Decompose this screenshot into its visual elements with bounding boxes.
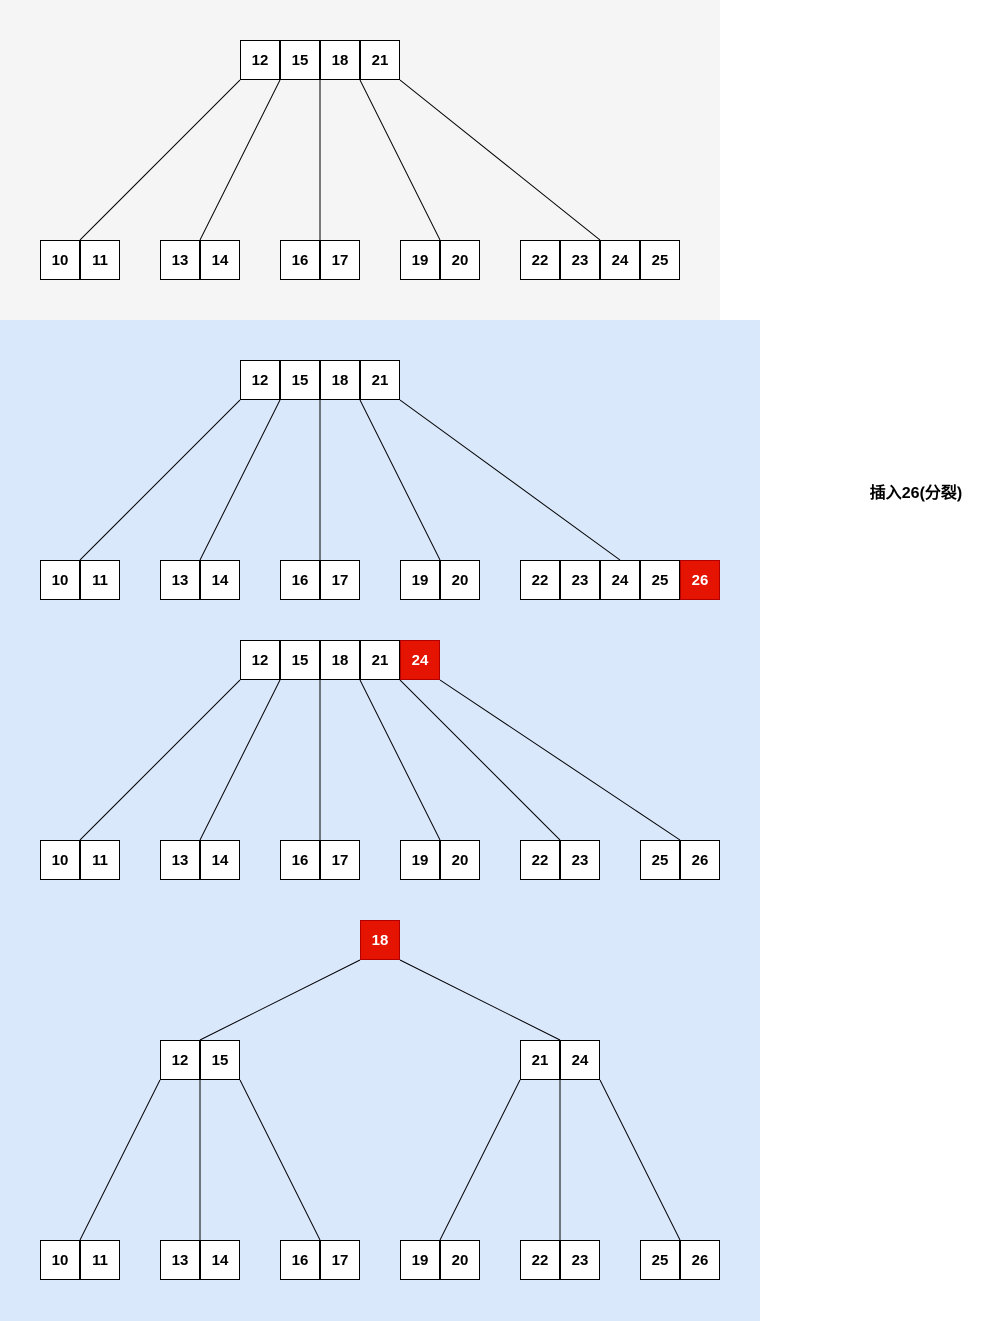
key-cell: 15: [200, 1040, 240, 1080]
key-cell: 10: [40, 1240, 80, 1280]
key-cell: 11: [80, 1240, 120, 1280]
tree-edge: [439, 679, 681, 841]
key-cell: 14: [200, 560, 240, 600]
key-cell: 25: [640, 240, 680, 280]
key-cell: 16: [280, 1240, 320, 1280]
key-cell: 23: [560, 1240, 600, 1280]
key-cell: 25: [640, 840, 680, 880]
key-cell: 22: [520, 840, 560, 880]
key-cell: 13: [160, 560, 200, 600]
key-cell: 17: [320, 560, 360, 600]
tree-edge: [359, 679, 441, 841]
key-cell: 19: [400, 560, 440, 600]
step-caption: 插入26(分裂): [869, 485, 963, 502]
key-cell: 20: [440, 240, 480, 280]
key-cell: 20: [440, 560, 480, 600]
key-cell: 11: [80, 560, 120, 600]
tree-edge: [199, 79, 281, 241]
key-cell: 14: [200, 840, 240, 880]
key-cell: 17: [320, 1240, 360, 1280]
key-cell: 16: [280, 560, 320, 600]
highlighted-key-cell: 26: [680, 560, 720, 600]
tree-edge: [439, 1079, 521, 1241]
tree-edge: [399, 679, 561, 841]
key-cell: 19: [400, 840, 440, 880]
key-cell: 21: [360, 360, 400, 400]
tree-edge: [199, 679, 281, 841]
key-cell: 24: [600, 560, 640, 600]
tree-edge: [359, 399, 441, 561]
key-cell: 18: [320, 640, 360, 680]
key-cell: 16: [280, 240, 320, 280]
highlighted-key-cell: 24: [400, 640, 440, 680]
key-cell: 12: [160, 1040, 200, 1080]
key-cell: 13: [160, 1240, 200, 1280]
key-cell: 13: [160, 240, 200, 280]
key-cell: 10: [40, 240, 80, 280]
key-cell: 22: [520, 560, 560, 600]
tree-edge: [199, 959, 361, 1041]
key-cell: 25: [640, 560, 680, 600]
key-cell: 23: [560, 840, 600, 880]
key-cell: 22: [520, 240, 560, 280]
key-cell: 15: [280, 640, 320, 680]
tree-edge: [79, 679, 241, 841]
key-cell: 20: [440, 1240, 480, 1280]
key-cell: 24: [600, 240, 640, 280]
insertion-steps-panel: [0, 320, 760, 1321]
key-cell: 13: [160, 840, 200, 880]
tree-edge: [359, 79, 441, 241]
tree-edge: [599, 1079, 681, 1241]
key-cell: 19: [400, 240, 440, 280]
key-cell: 12: [240, 640, 280, 680]
tree-edge: [239, 1079, 321, 1241]
key-cell: 14: [200, 1240, 240, 1280]
tree-edge: [199, 399, 281, 561]
key-cell: 15: [280, 40, 320, 80]
key-cell: 17: [320, 840, 360, 880]
tree-edge: [79, 1079, 161, 1241]
key-cell: 12: [240, 40, 280, 80]
key-cell: 22: [520, 1240, 560, 1280]
tree-edge: [399, 959, 561, 1041]
key-cell: 12: [240, 360, 280, 400]
key-cell: 17: [320, 240, 360, 280]
key-cell: 26: [680, 840, 720, 880]
key-cell: 11: [80, 240, 120, 280]
key-cell: 10: [40, 840, 80, 880]
key-cell: 18: [320, 40, 360, 80]
key-cell: 19: [400, 1240, 440, 1280]
tree-edge: [399, 399, 621, 561]
key-cell: 23: [560, 560, 600, 600]
key-cell: 21: [360, 640, 400, 680]
tree-edge: [399, 79, 601, 241]
key-cell: 21: [520, 1040, 560, 1080]
key-cell: 23: [560, 240, 600, 280]
key-cell: 24: [560, 1040, 600, 1080]
key-cell: 18: [320, 360, 360, 400]
tree-edge: [79, 79, 241, 241]
key-cell: 14: [200, 240, 240, 280]
key-cell: 21: [360, 40, 400, 80]
highlighted-key-cell: 18: [360, 920, 400, 960]
key-cell: 10: [40, 560, 80, 600]
key-cell: 11: [80, 840, 120, 880]
tree-edge: [79, 399, 241, 561]
key-cell: 15: [280, 360, 320, 400]
key-cell: 20: [440, 840, 480, 880]
key-cell: 16: [280, 840, 320, 880]
key-cell: 26: [680, 1240, 720, 1280]
key-cell: 25: [640, 1240, 680, 1280]
